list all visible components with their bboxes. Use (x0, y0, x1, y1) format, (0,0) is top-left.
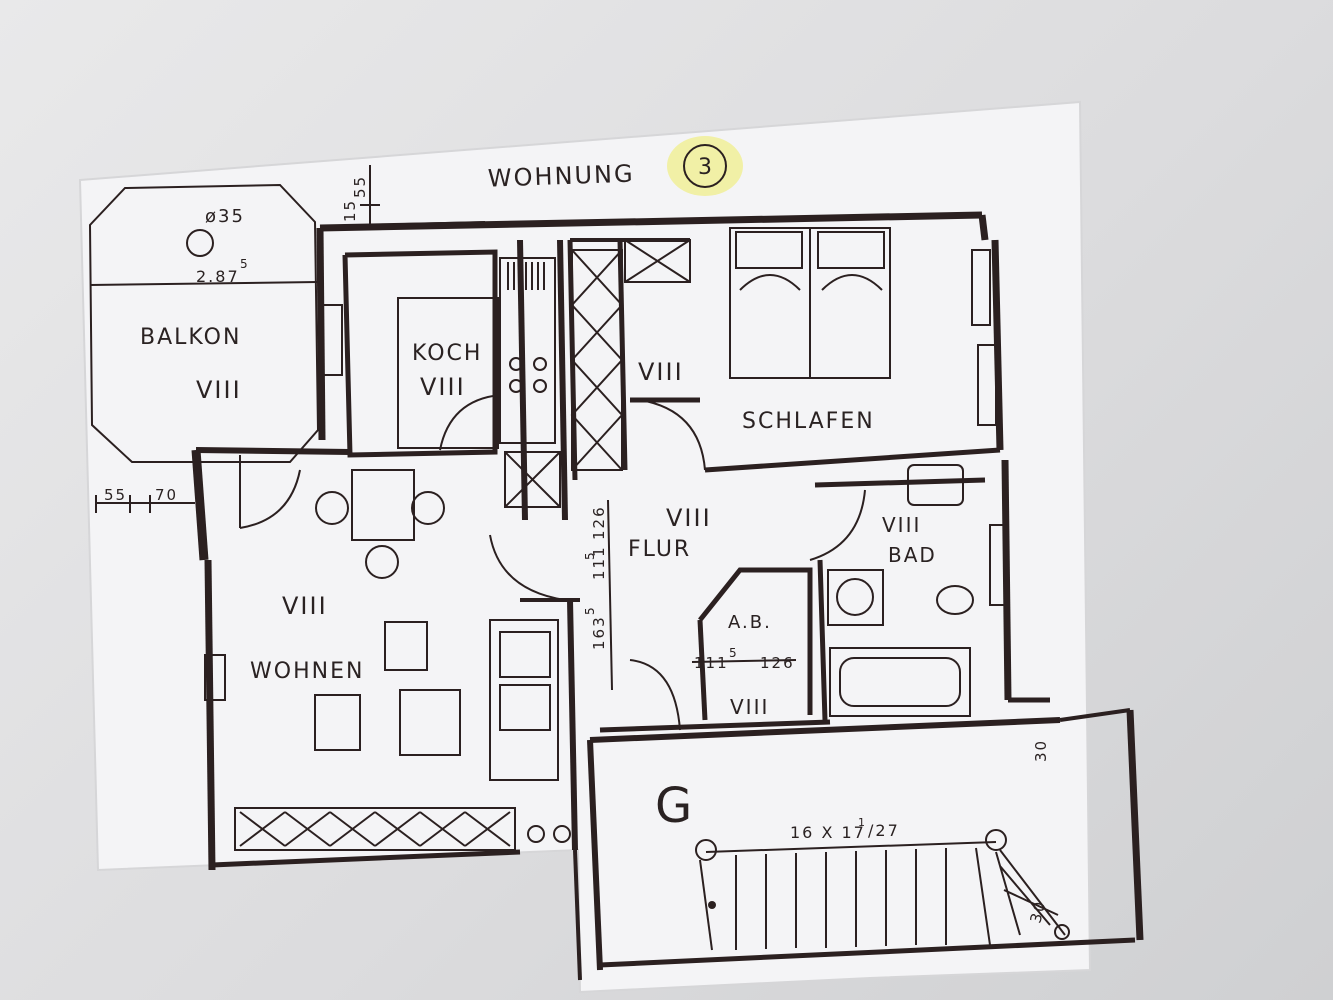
wardrobe (570, 239, 691, 471)
double-bed (729, 227, 891, 379)
floor-mark-schlafen: VIII (638, 358, 684, 386)
dim-stair-formula: 16 X 17 (790, 823, 866, 842)
room-label-flur: FLUR (628, 537, 691, 562)
dim-ab-111: 111 (694, 654, 729, 672)
living-furniture (314, 619, 571, 843)
dining-set (315, 469, 445, 579)
balkon-outline (88, 183, 320, 463)
bathroom-fixtures (827, 464, 974, 717)
dim-top-55: 55 (351, 175, 369, 198)
plan-title: WOHNUNG (487, 160, 635, 193)
floor-mark-koch: VIII (420, 373, 466, 401)
paper-sheet (78, 100, 1092, 994)
room-label-balkon: BALKON (140, 325, 241, 350)
staircase (695, 829, 1070, 951)
stair-label: G (655, 778, 694, 834)
dimension-lines (95, 165, 797, 691)
kitchen-equipment (397, 257, 561, 508)
floor-mark-balkon: VIII (196, 376, 242, 404)
dim-left-70: 70 (155, 486, 178, 504)
dim-diameter: ø35 (205, 206, 245, 227)
dim-flur-163: 163 (590, 615, 608, 650)
room-label-wohnen: WOHNEN (250, 659, 364, 684)
dim-left-55: 55 (104, 486, 127, 504)
dim-stair-30-diag: 30 (1026, 898, 1049, 925)
windows (204, 249, 1009, 851)
room-label-bad: BAD (888, 543, 937, 567)
room-label-abstell: A.B. (728, 612, 772, 633)
floor-mark-bad: VIII (882, 513, 921, 537)
dim-top-15: 15 (341, 199, 359, 222)
dim-stair-30-right: 30 (1032, 739, 1050, 762)
room-label-koch: KOCH (412, 341, 482, 366)
dim-flur-111: 111 (590, 545, 608, 580)
drain-circle (186, 229, 214, 257)
dim-stair-formula-sup: 1 (858, 816, 867, 829)
dim-flur-111-sup: 5 (583, 550, 597, 560)
unit-number-highlight (667, 136, 743, 196)
dim-stair-formula-tail: /27 (868, 821, 900, 840)
floor-mark-flur: VIII (666, 504, 712, 532)
dim-width-287-sup: 5 (240, 257, 250, 271)
door-swings (239, 394, 866, 731)
unit-number: 3 (698, 155, 714, 180)
dim-flur-163-sup: 5 (583, 605, 597, 615)
dim-ab-126: 126 (760, 654, 795, 672)
room-label-schlafen: SCHLAFEN (742, 409, 875, 434)
dim-ab-111-sup: 5 (729, 646, 739, 660)
floor-mark-wohnen: VIII (282, 592, 328, 620)
dim-flur-126: 126 (590, 505, 608, 540)
floor-mark-abstell: VIII (730, 695, 769, 719)
dim-width-287: 2.87 (196, 267, 240, 286)
